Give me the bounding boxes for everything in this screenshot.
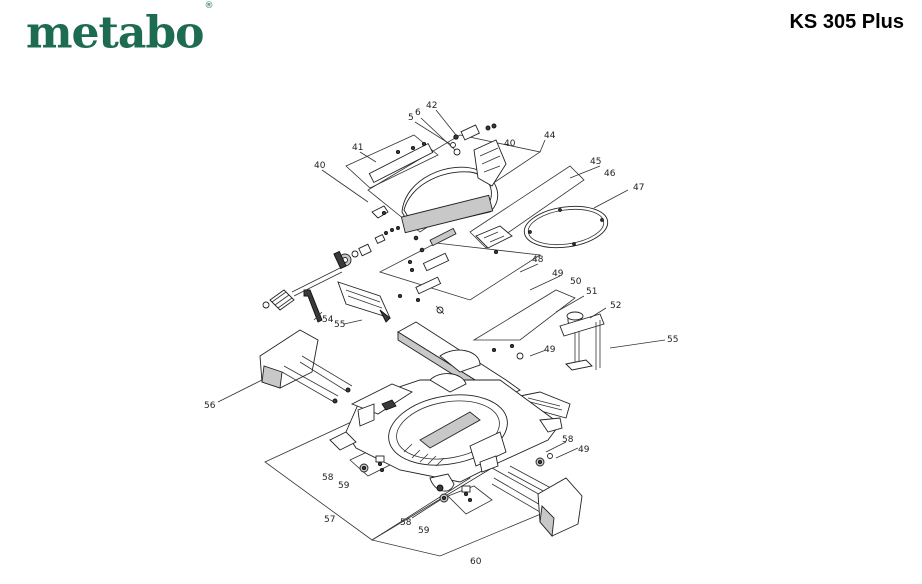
part-label: 50	[570, 277, 582, 287]
part-label: 6	[415, 108, 421, 118]
registered-mark: ®	[204, 1, 214, 11]
part-label: 45	[590, 157, 601, 167]
right-extension-support	[491, 465, 583, 538]
part-label: 47	[633, 183, 644, 193]
spindle-parts	[333, 226, 400, 270]
part-label: 49	[578, 445, 590, 455]
motor-cap	[473, 139, 507, 187]
hex-key	[303, 289, 323, 323]
frame-41	[345, 134, 439, 189]
hold-down-clamp	[559, 311, 605, 371]
part-label: 48	[532, 255, 544, 265]
part-label: 46	[604, 169, 616, 179]
frame-57	[264, 417, 471, 541]
frame-45	[469, 165, 585, 249]
leader-lines	[217, 109, 666, 519]
part-label: 55	[667, 335, 678, 345]
turntable-base	[329, 373, 563, 492]
part-label: 51	[586, 287, 597, 297]
part-label: 5	[408, 113, 414, 123]
frame-48	[378, 242, 542, 301]
frame-44	[367, 134, 542, 233]
brand-logo: metabo®	[26, 1, 214, 60]
handle-plate	[368, 142, 434, 184]
base-arm-right	[539, 417, 563, 433]
brand-name: metabo	[26, 7, 204, 59]
base-arm-front	[429, 473, 455, 492]
frame-50	[472, 289, 576, 341]
part-label: 49	[544, 345, 556, 355]
part-label: 41	[352, 143, 363, 153]
saw-head-assembly	[333, 123, 513, 315]
part-label: 57	[324, 515, 335, 525]
part-label: 44	[544, 131, 556, 141]
part-label: 55	[334, 320, 345, 330]
model-title: KS 305 Plus	[789, 11, 904, 33]
arm-housing	[400, 194, 494, 234]
part-label: 52	[610, 301, 621, 311]
part-label: 58	[562, 435, 574, 445]
base-arm-back	[429, 373, 467, 393]
part-label: 59	[418, 526, 430, 536]
guard-bracket	[475, 225, 513, 249]
part-label: 49	[552, 269, 564, 279]
part-label: 42	[426, 101, 437, 111]
part-label: 58	[400, 518, 412, 528]
feet-and-screws	[359, 453, 553, 503]
part-label: 56	[204, 401, 216, 411]
lower-guard-left	[337, 281, 391, 323]
hex-key-and-handle	[262, 267, 343, 323]
part-label: 60	[470, 557, 482, 567]
part-label: 58	[322, 473, 334, 483]
part-label: 40	[314, 161, 326, 171]
saw-blade	[523, 205, 609, 249]
base-arm-left	[329, 431, 357, 451]
part-labels: 42 5 6 40 41 44 45 46 47 40 48 49 50 51 …	[204, 101, 678, 567]
part-label: 59	[338, 481, 350, 491]
part-label: 54	[322, 315, 334, 325]
frame-60	[370, 467, 561, 557]
left-extension-support	[259, 329, 353, 404]
part-label: 40	[504, 139, 516, 149]
